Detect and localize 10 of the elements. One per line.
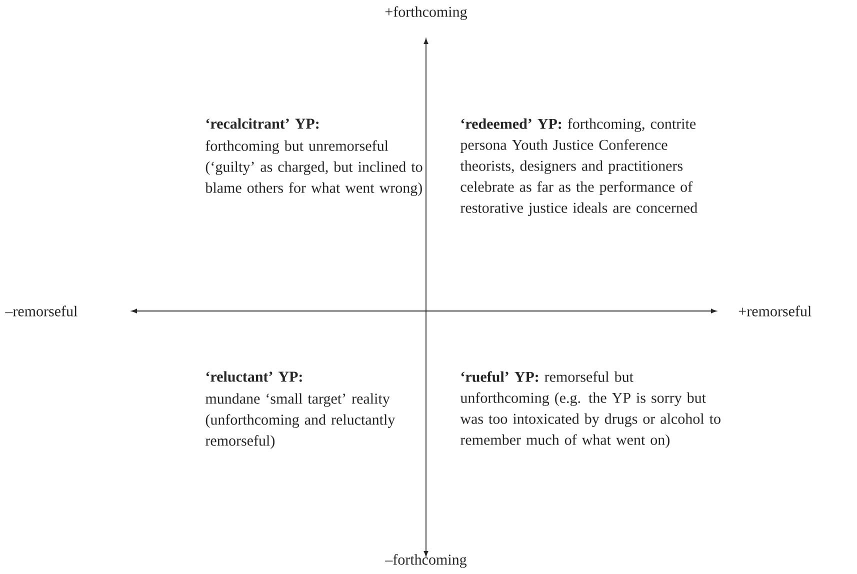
axis-label: +forthcoming — [385, 6, 468, 20]
quadrant-heading: ‘recalcitrant’ YP: — [206, 118, 319, 129]
quadrant-text: ‘redeemed’ YP: forthcoming, contrite persona Youth Justice Conference theorists, designers and practitioners celebrate as far as the performance of restorative justice ideals are concerned — [460, 118, 698, 216]
quadrant-heading: ‘reluctant’ YP: — [206, 371, 302, 382]
axis-label: –forthcoming — [385, 554, 467, 568]
quadrant-text: forthcoming but unremorseful (‘guilty’ as charged, but inclined to blame others for what went wrong) — [205, 140, 422, 196]
quadrant-text: ‘rueful’ YP: remorseful but unforthcoming (e.g. the YP is sorry but was too intoxicated by drugs or alcohol to remember much of what went on) — [460, 371, 720, 448]
axis-label: –remorseful — [5, 306, 78, 316]
axis-label: +remorseful — [738, 306, 812, 316]
quadrant-text: mundane ‘small target’ reality (unforthcoming and reluctantly remorseful) — [206, 393, 396, 449]
